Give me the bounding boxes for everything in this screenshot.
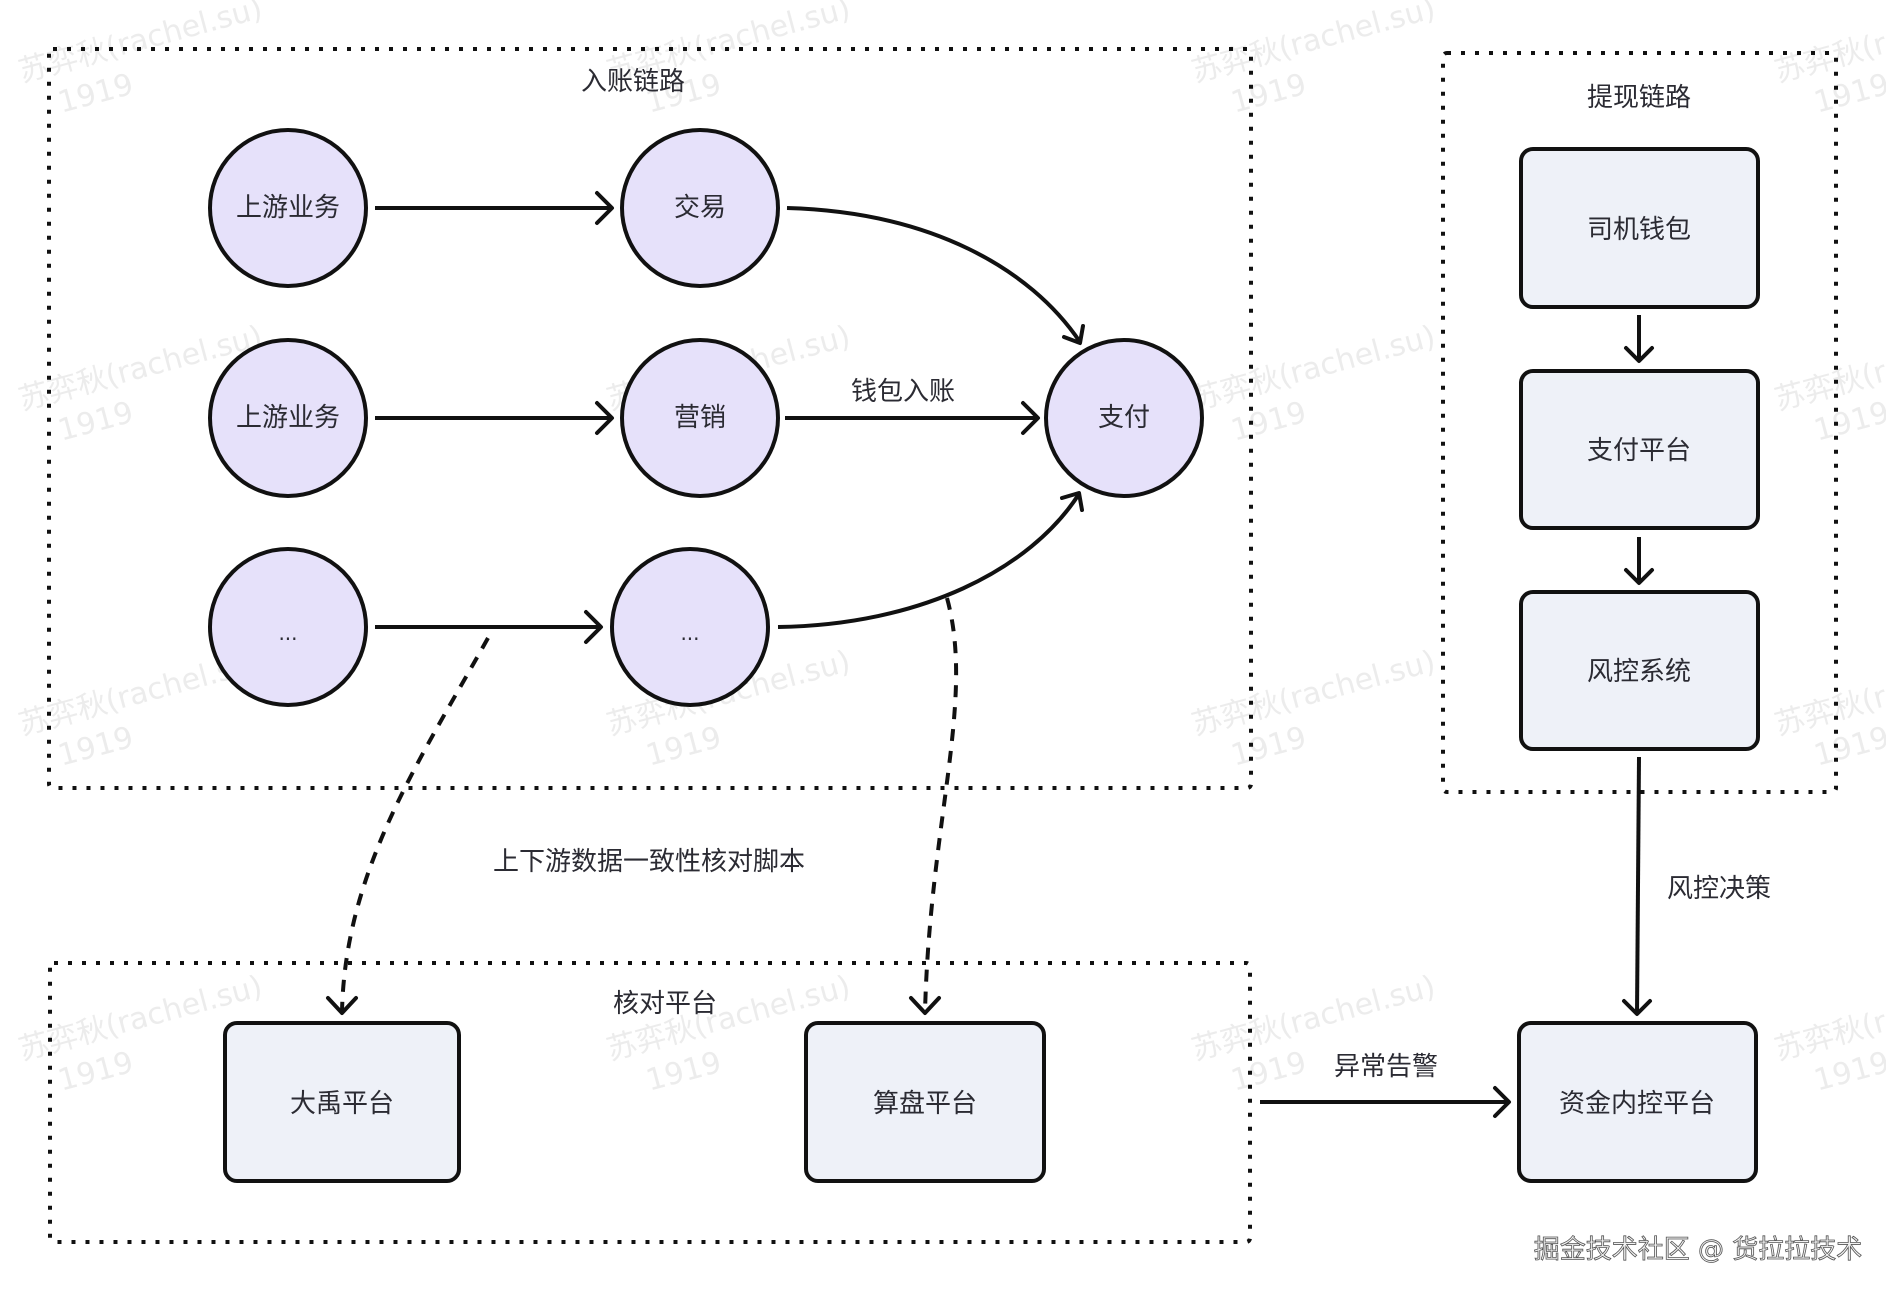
watermark: 苏弈秋(rachel.su) 1919 (603, 0, 854, 121)
node-driver-wallet[interactable]: 司机钱包 (1519, 147, 1760, 309)
edges: 钱包入账 上下游数据一致性核对脚本 风控决策 (326, 191, 1771, 1118)
watermark: 苏弈秋(rachel.su) 1919 (1771, 319, 1886, 449)
arrowhead-icon (326, 996, 358, 1015)
node-label: ... (680, 621, 699, 645)
node-label: 上游业务 (236, 403, 340, 433)
node-upstream-1[interactable]: 上游业务 (208, 128, 368, 288)
arrowhead-icon (909, 996, 941, 1015)
edge-upstream1-trade (375, 191, 614, 225)
svg-text:苏弈秋(rachel.su): 苏弈秋(rachel.su) (1188, 319, 1439, 418)
node-shape[interactable] (804, 1021, 1046, 1183)
arrowhead-icon (595, 401, 614, 435)
arrowhead-icon (1624, 568, 1654, 585)
edge-reconcile-fundcontrol: 异常告警 (1260, 1052, 1511, 1118)
arrowhead-icon (1622, 999, 1652, 1016)
reconcile-frame-border (48, 961, 1252, 1244)
edge-label-anomaly-alert: 异常告警 (1334, 1052, 1438, 1082)
watermark: 苏弈秋(rachel.su) 1919 (15, 0, 266, 121)
node-fund-control-platform[interactable]: 资金内控平台 (1517, 1021, 1758, 1183)
watermark: 苏弈秋(rachel.su) 1919 (1771, 644, 1886, 774)
edge-paymentplatform-risk (1624, 537, 1654, 585)
node-shape[interactable] (1517, 1021, 1758, 1183)
arrowhead-icon (1493, 1086, 1511, 1118)
node-shape[interactable] (223, 1021, 461, 1183)
svg-text:苏弈秋(rachel.su): 苏弈秋(rachel.su) (1188, 0, 1439, 90)
edge-line-dashed (923, 597, 959, 1013)
arrowhead-icon (1021, 401, 1040, 435)
node-label: ... (278, 621, 297, 645)
edge-upstream2-marketing (375, 401, 614, 435)
edge-label-risk-decision: 风控决策 (1667, 874, 1771, 904)
edge-risk-fundcontrol: 风控决策 (1622, 756, 1771, 1016)
node-dayu-platform[interactable]: 大禹平台 (223, 1021, 461, 1183)
watermark: 苏弈秋(rachel.su) 1919 (1188, 644, 1439, 774)
edge-line-dashed (340, 637, 490, 1013)
withdraw-frame-title: 提现链路 (1587, 83, 1691, 113)
node-payment-platform[interactable]: 支付平台 (1519, 369, 1760, 530)
node-upstream-2[interactable]: 上游业务 (208, 338, 368, 498)
arrowhead-icon (1624, 346, 1654, 363)
arrowhead-icon (584, 610, 603, 644)
node-shape[interactable] (1519, 369, 1760, 530)
arrowhead-icon (595, 191, 614, 225)
node-label: 交易 (674, 193, 726, 223)
withdraw-frame-border (1441, 51, 1838, 794)
node-other[interactable]: ... (610, 547, 770, 707)
node-risk-system[interactable]: 风控系统 (1519, 590, 1760, 751)
edge-line (777, 492, 1081, 629)
node-label: 支付平台 (1587, 436, 1691, 466)
reconcile-frame-title: 核对平台 (613, 989, 717, 1019)
watermark: 苏弈秋(rachel.su) 1919 (1771, 969, 1886, 1099)
node-shape[interactable] (620, 338, 780, 498)
watermark: 苏弈秋(rachel.su) 1919 (1188, 0, 1439, 121)
watermark: 苏弈秋(rachel.su) 1919 (1188, 969, 1439, 1099)
edge-trade-payment (786, 206, 1085, 345)
node-shape[interactable] (1519, 147, 1760, 309)
node-label: 上游业务 (236, 193, 340, 223)
edge-label-wallet-credit: 钱包入账 (851, 377, 955, 407)
node-payment[interactable]: 支付 (1044, 338, 1204, 498)
node-label: 资金内控平台 (1559, 1089, 1715, 1119)
ingest-frame: 入账链路 (47, 47, 1253, 790)
node-suanpan-platform[interactable]: 算盘平台 (804, 1021, 1046, 1183)
node-label: 算盘平台 (873, 1089, 977, 1119)
svg-text:苏弈秋(rachel.su): 苏弈秋(rachel.su) (1188, 644, 1439, 743)
node-label: 风控系统 (1587, 657, 1691, 687)
edge-marketing-payment: 钱包入账 (785, 377, 1040, 435)
withdraw-frame: 提现链路 (1441, 51, 1838, 794)
edge-script-to-dayu (326, 637, 490, 1015)
node-shape[interactable] (208, 128, 368, 288)
edge-upstream3-other (375, 610, 603, 644)
node-marketing[interactable]: 营销 (620, 338, 780, 498)
footer-credit: 掘金技术社区 @ 货拉拉技术 (1534, 1235, 1863, 1265)
arrowhead-icon (1060, 491, 1084, 512)
node-label: 营销 (674, 403, 726, 433)
node-trade[interactable]: 交易 (620, 128, 780, 288)
reconcile-frame: 核对平台 (48, 961, 1252, 1244)
ingest-frame-title: 入账链路 (581, 67, 685, 97)
watermark: 苏弈秋(rachel.su) 1919 (1188, 319, 1439, 449)
edge-label-consistency-script: 上下游数据一致性核对脚本 (493, 847, 805, 877)
node-label: 大禹平台 (290, 1089, 394, 1119)
node-label: 司机钱包 (1587, 215, 1691, 245)
arrowhead-icon (1062, 324, 1085, 345)
watermark: 苏弈秋(rachel.su) 1919 (1771, 0, 1886, 121)
node-shape[interactable] (208, 547, 368, 707)
svg-text:苏弈秋(rachel.su): 苏弈秋(rachel.su) (15, 0, 266, 90)
node-shape[interactable] (1044, 338, 1204, 498)
node-shape[interactable] (620, 128, 780, 288)
edge-script-to-suanpan (909, 597, 959, 1015)
node-upstream-3[interactable]: ... (208, 547, 368, 707)
node-shape[interactable] (610, 547, 770, 707)
node-shape[interactable] (1519, 590, 1760, 751)
edge-other-payment (777, 491, 1084, 629)
node-shape[interactable] (208, 338, 368, 498)
node-label: 支付 (1098, 403, 1150, 433)
edge-line (786, 206, 1082, 344)
edge-wallet-paymentplatform (1624, 315, 1654, 363)
edge-line (1635, 756, 1641, 1015)
ingest-frame-border (47, 47, 1253, 790)
